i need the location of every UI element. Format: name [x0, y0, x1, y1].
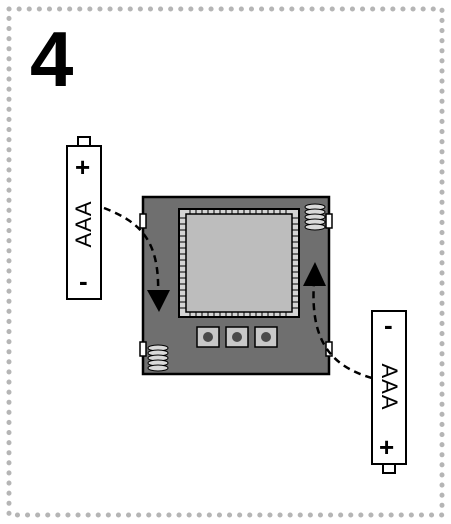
battery-left-negative-sign: -: [79, 266, 88, 296]
step-number: 4: [30, 15, 74, 103]
spring-contact-icon: [147, 344, 169, 372]
battery-left: + AAA -: [66, 136, 102, 300]
device-board-icon: [139, 195, 333, 376]
battery-left-positive-sign: +: [75, 152, 91, 182]
battery-right-label: AAA: [377, 363, 402, 411]
battery-icon: [371, 310, 407, 465]
arrow-icon: [303, 262, 373, 380]
battery-right-positive-sign: +: [379, 432, 395, 462]
display-screen: [185, 213, 293, 313]
dotted-border: [6, 6, 445, 518]
battery-left-label: AAA: [71, 200, 96, 248]
device-buttons: [196, 326, 278, 348]
battery-right-negative-sign: -: [384, 310, 393, 340]
battery-right-positive-nub: [382, 463, 396, 474]
battery-icon: [66, 145, 102, 300]
battery-right: - AAA +: [371, 310, 407, 474]
arrow-icon: [103, 206, 170, 312]
spring-contact-icon: [304, 203, 326, 231]
